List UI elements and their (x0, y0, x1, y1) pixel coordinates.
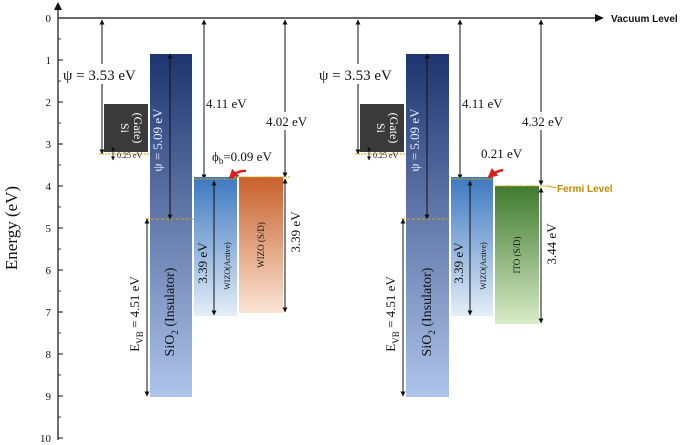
y-tick-label: 8 (46, 349, 52, 361)
active-ea-label: 4.11 eV (206, 96, 247, 111)
fermi-level-label: Fermi Level (557, 184, 613, 195)
ito-sd-block (495, 186, 539, 324)
si-gate-block (104, 104, 148, 152)
active-gap-label: 3.39 eV (451, 242, 466, 284)
si-offset-label: 0.25 eV (373, 151, 399, 160)
ito-sd-label: ITO (S/D) (512, 236, 522, 273)
y-ticks: 0 1 2 3 4 5 6 7 8 9 10 (40, 13, 63, 445)
barrier-label: ϕb=0.09 eV (212, 149, 272, 166)
y-tick-label: 1 (46, 55, 52, 67)
y-tick-label: 2 (46, 97, 52, 109)
sd-ea-label-bg (520, 112, 572, 130)
y-axis-arrow (54, 2, 62, 10)
si-offset-label: 0.25 eV (117, 151, 143, 160)
y-tick-label: 9 (46, 391, 52, 403)
vacuum-level-label: Vacuum Level (611, 14, 678, 25)
sd-ea-label: 4.02 eV (266, 114, 308, 129)
barrier-arrow (487, 167, 504, 179)
evb-label-bg (384, 255, 400, 373)
wizo-active-label: WIZO(Active) (223, 242, 232, 290)
y-tick-label: 6 (46, 265, 52, 277)
si-label: Si (118, 123, 132, 134)
y-tick-label: 3 (46, 139, 52, 151)
y-tick-label: 4 (46, 181, 52, 193)
si-gate-block (360, 104, 404, 152)
barrier-arrow (228, 168, 247, 180)
active-ea-label-bg (205, 94, 253, 112)
y-tick-label: 7 (46, 307, 52, 319)
left-panel: ψ = 3.53 eV Si (Gate) 0.25 eV ψ = 5.09 e… (62, 19, 314, 397)
y-axis-title: Energy (eV) (2, 186, 21, 270)
vacuum-arrow (595, 14, 604, 22)
gate-label: (Gate) (387, 113, 401, 144)
fermi-level-leader (547, 185, 557, 189)
wizo-sd-block (239, 177, 283, 313)
sio2-psi-label: ψ = 5.09 eV (150, 108, 165, 172)
si-workfunction-label: ψ = 3.53 eV (63, 68, 136, 84)
sd-ea-label-bg (264, 112, 314, 130)
sio2-label: SiO2 (Insulator) (420, 267, 437, 356)
sio2-psi-label: ψ = 5.09 eV (407, 108, 422, 172)
si-label: Si (374, 123, 388, 134)
evb-label-bg (128, 255, 144, 373)
y-tick-label: 10 (40, 433, 52, 445)
gate-label: (Gate) (131, 113, 145, 144)
sd-gap-label: 3.39 eV (288, 211, 303, 253)
active-ea-label-bg (461, 94, 509, 112)
sd-ea-label: 4.32 eV (522, 114, 564, 129)
active-gap-label: 3.39 eV (195, 242, 210, 284)
y-tick-label: 0 (46, 13, 52, 25)
evb-label: EVB = 4.51 eV (127, 276, 145, 352)
si-workfunction-label: ψ = 3.53 eV (319, 68, 392, 84)
wizo-active-label: WIZO(Active) (479, 242, 488, 290)
active-ea-label: 4.11 eV (462, 96, 503, 111)
psi-label-bg (318, 64, 404, 84)
sd-gap-label: 3.44 eV (544, 223, 559, 265)
psi-label-bg (62, 64, 148, 84)
wizo-sd-label: WIZO (S/D) (256, 222, 266, 268)
y-tick-label: 5 (46, 223, 52, 235)
right-panel: ψ = 3.53 eV Si (Gate) 0.25 eV ψ = 5.09 e… (318, 19, 613, 397)
sio2-label: SiO2 (Insulator) (163, 267, 180, 356)
sd-gap-label-bg (288, 204, 304, 260)
sd-gap-label-bg (544, 216, 560, 272)
evb-label: EVB = 4.51 eV (383, 276, 401, 352)
barrier-label: 0.21 eV (481, 146, 523, 161)
